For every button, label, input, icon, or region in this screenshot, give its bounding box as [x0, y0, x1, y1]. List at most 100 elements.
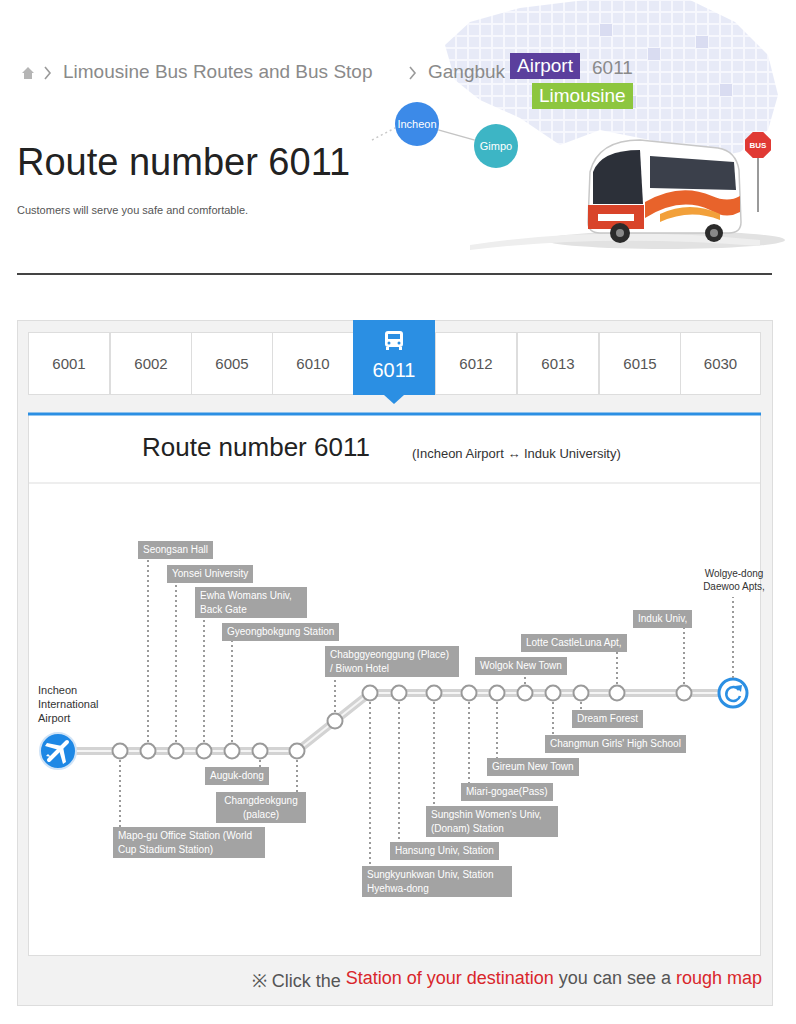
leader-line — [398, 702, 400, 842]
station-label: Changmun Girls' High School — [545, 735, 686, 753]
route-tab: 6005 — [191, 332, 273, 395]
route-dots — [372, 128, 395, 140]
leader-lines — [120, 559, 733, 867]
station-label: Mapo-gu Office Station (World Cup Stadiu… — [113, 827, 265, 858]
leader-line — [296, 760, 298, 792]
terminus-icon — [719, 679, 747, 707]
badge-limousine: Limousine — [532, 83, 633, 109]
footer-text: ※ Click the — [252, 968, 341, 992]
node-text: Incheon — [397, 118, 436, 130]
leader-line — [683, 628, 685, 685]
station-label: Induk Univ, — [633, 610, 692, 628]
footer-note: ※ Click theStation of your destinationyo… — [252, 968, 762, 992]
node-text: Sungkyunkwan Univ, Station Hyehwa-dong — [367, 868, 507, 895]
leader-line — [203, 618, 205, 742]
station-label: Seongsan Hall — [138, 541, 213, 559]
node-text: Gimpo — [480, 140, 512, 152]
node-text: Seongsan Hall — [143, 543, 208, 557]
node-text: 6015 — [623, 355, 656, 372]
header-rule — [17, 273, 772, 275]
station-label: Changdeokgung (palace) — [216, 792, 306, 823]
route-tab: 6002 — [110, 332, 192, 395]
panel-subheading: (Incheon Airport ↔ Induk University) — [412, 446, 621, 461]
breadcrumb-current: 6011 — [592, 58, 633, 79]
station-label: Wolgok New Town — [475, 657, 567, 675]
node-text: Gyeongbokgung Station — [227, 625, 334, 639]
node-text: Yonsei University — [172, 567, 248, 581]
node-text: 6001 — [52, 355, 85, 372]
node-text: Changdeokgung (palace) — [221, 794, 301, 821]
node-text: BUS — [750, 141, 767, 150]
breadcrumb-link: Gangbuk — [428, 62, 505, 83]
airport-icon — [40, 733, 76, 769]
sign-pole — [757, 158, 759, 212]
station-label: Miari-gogae(Pass) — [461, 783, 553, 801]
bubble-link — [438, 130, 475, 140]
station-label: Gireum New Town — [487, 758, 579, 776]
route-panel — [18, 321, 773, 1006]
node-text: Ewha Womans Univ, Back Gate — [200, 589, 302, 616]
badge-airport: Airport — [510, 53, 580, 79]
page-subtitle: Customers will serve you safe and comfor… — [17, 204, 248, 216]
node-text: 6005 — [215, 355, 248, 372]
route-tab: 6010 — [272, 332, 354, 395]
leader-line — [119, 760, 121, 827]
leader-line — [334, 677, 336, 712]
leader-line — [496, 702, 498, 758]
airport-bubble: Gimpo — [474, 124, 518, 168]
node-text: Hansung Univ, Station — [395, 844, 494, 858]
node-text: 6011 — [372, 359, 415, 382]
leader-line — [259, 760, 261, 767]
route-tab: 6013 — [517, 332, 599, 395]
node-text: Induk Univ, — [638, 612, 687, 626]
airport-bubble: Incheon — [395, 102, 439, 146]
node-text: Auguk-dong — [210, 769, 264, 783]
route-panel-inner — [29, 414, 761, 956]
station-label: Chabggyeonggung (Place) / Biwon Hotel — [325, 646, 459, 677]
leader-line — [231, 641, 233, 743]
leader-line — [433, 702, 435, 806]
tab-pointer — [384, 395, 404, 404]
leader-line — [732, 597, 734, 678]
station-label: Gyeongbokgung Station — [222, 623, 339, 641]
leader-line — [616, 652, 618, 685]
panel-header-rule — [29, 483, 760, 484]
station-label: Sungshin Women's Univ, (Donam) Station — [426, 806, 558, 837]
bus-stop-sign: BUS — [745, 132, 771, 158]
node-text: Changmun Girls' High School — [550, 737, 681, 751]
route-tab: 6015 — [599, 332, 681, 395]
leader-line — [552, 702, 554, 735]
station-label: Sungkyunkwan Univ, Station Hyehwa-dong — [362, 866, 512, 897]
panel-heading: Route number 6011 — [142, 432, 370, 463]
terminus-label: Wolgye-dong Daewoo Apts, — [698, 567, 770, 593]
node-text: Miari-gogae(Pass) — [466, 785, 548, 799]
node-text: Wolgok New Town — [480, 659, 562, 673]
leader-line — [369, 702, 371, 866]
route-tab: 6012 — [435, 332, 517, 395]
node-text: Chabggyeonggung (Place) / Biwon Hotel — [330, 648, 454, 675]
node-text: 6012 — [459, 355, 492, 372]
leader-line — [147, 559, 149, 743]
bus-illustration — [588, 140, 741, 243]
node-text: Mapo-gu Office Station (World Cup Stadiu… — [118, 829, 260, 856]
node-text: Limousine — [539, 84, 626, 108]
node-text: Airport — [517, 54, 573, 78]
route-tab: 6030 — [680, 332, 761, 395]
route-tab: 6001 — [28, 332, 110, 395]
node-text: Lotte CastleLuna Apt, — [526, 636, 622, 650]
footer-text: you can see a — [559, 968, 671, 992]
tab-underline — [28, 413, 761, 416]
node-text: 6002 — [134, 355, 167, 372]
node-text: 6030 — [704, 355, 737, 372]
footer-highlight: rough map — [676, 968, 762, 992]
node-text: Gireum New Town — [492, 760, 574, 774]
node-text: Sungshin Women's Univ, (Donam) Station — [431, 808, 553, 835]
leader-line — [524, 675, 526, 685]
route-tab-active: 6011 — [353, 320, 435, 395]
home-icon — [22, 67, 34, 79]
station-label: Hansung Univ, Station — [390, 842, 499, 860]
node-text: 6010 — [296, 355, 329, 372]
station-label: Dream Forest — [572, 710, 643, 728]
leader-line — [175, 583, 177, 743]
route-line — [76, 693, 733, 751]
